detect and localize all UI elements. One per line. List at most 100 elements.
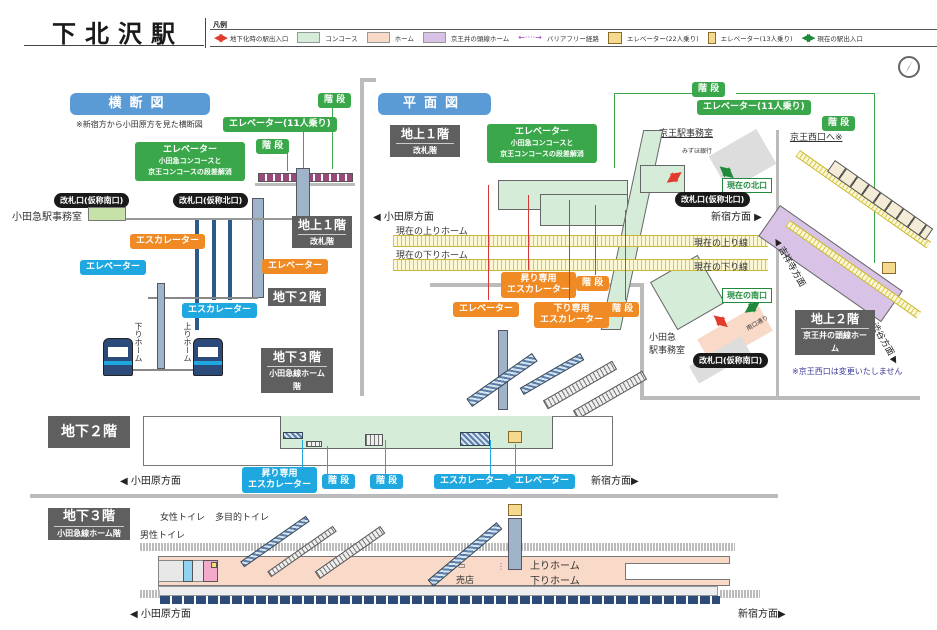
shinjuku-direction: 新宿方面 ▶ [711,212,762,223]
escalator-label: エスカレーター [130,234,206,249]
stairs-label: 階 段 [606,302,640,317]
odakyu-office-label: 小田急 駅事務室 [649,330,685,356]
plan-floor-2f: 地上２階 京王井の頭線ホーム [795,310,875,355]
leader-line [303,129,304,169]
floor-main: 地下３階 [272,350,321,364]
multi-toilet [211,562,217,568]
b2-floor-line [148,297,258,299]
train-strip [160,596,720,604]
concourse-area [640,165,685,193]
plan-floor-1f: 地上１階 改札階 [390,125,460,157]
floor-sub: 改札階 [298,234,346,248]
label-line: 下り専用 [553,304,590,314]
title-underline [24,45,204,46]
green-double-arrow-icon: ◀▶ [801,31,816,44]
keio-west-exit-label: 京王西口へ※ [790,133,843,143]
elevator-shaft [252,198,264,298]
elevator-label: エレベーター [262,259,329,274]
current-north-exit-label: 現在の北口 [722,178,772,193]
legend-item: ◀▶地下化時の駅出入口 [214,31,288,44]
womens-toilet-label: 女性トイレ [160,513,206,523]
label-line: エスカレーター [540,315,604,325]
legend: ◀▶地下化時の駅出入口 コンコース ホーム 京王井の頭線ホーム ←····→バリ… [214,31,863,44]
label-sub: 京王コンコースの段差解消 [500,150,584,158]
legend-item: ホーム [366,32,414,43]
rail-upper [140,543,735,551]
legend-label: エレベーター(22人乗り) [626,34,699,43]
current-south-exit-label: 現在の南口 [722,288,772,303]
gate-south-label: 改札口(仮称南口) [693,353,769,368]
legend-divider [210,29,937,30]
stairs-label: 階 段 [692,82,726,97]
floor-main: 地下３階 [62,509,115,524]
legend-item: エレベーター(13人乗り) [707,31,793,44]
leader-line [332,104,333,169]
b3-floor-line [133,369,193,371]
stairs-label: 階 段 [256,139,290,154]
label-line: 昇り専用 [261,469,298,479]
leader-line [625,210,626,300]
label-line: 昇り専用 [520,274,557,284]
label-line: エスカレーター [507,285,571,295]
leader-line [302,440,303,468]
up-platform-label: 上りホーム [183,322,192,362]
floor-sub: 改札階 [396,143,454,157]
current-down-track [393,259,768,271]
purple-dotted-arrow-icon: ←····→ [518,33,542,42]
floor-main: 地上１階 [297,218,346,232]
panel-divider [30,494,778,498]
odakyu-office-label: 小田急駅事務室 [12,212,82,223]
legend-label: バリアフリー経路 [546,34,599,43]
red-double-arrow-icon: ◀▶ [214,31,228,44]
leader-line [614,93,692,94]
leader-line [287,151,288,171]
kiosk-label: 売店 [456,576,475,586]
plan-header: 平面図 [378,93,491,115]
barrier-free-route-icon: ⋮ [497,562,505,571]
cross-section-note: ※新宿方から小田原方を見た横断図 [76,120,203,129]
legend-item: コンコース [297,32,358,43]
cross-section-header: 横断図 [70,93,210,115]
floor-sub: 小田急線ホーム階 [267,366,327,393]
floor-label-b2: 地下２階 [268,288,326,306]
legend-frame [205,18,937,48]
label-line: 小田急 [649,333,677,343]
elevator-barrier-label: エレベーター 小田急コンコースと 京王コンコースの段差解消 [487,124,597,163]
up-only-escalator-label: 昇り専用 エスカレーター [242,467,318,493]
train-icon [103,338,133,376]
train-icon [193,338,223,376]
current-up-track [393,235,768,247]
kiosk-icon: ▭ [458,561,466,570]
shinjuku-direction: 新宿方面▶ [738,609,786,620]
train-cars [158,586,718,596]
up-only-escalator-label: 昇り専用 エスカレーター [501,272,577,298]
floor-sub: 京王井の頭線ホーム [801,328,869,355]
leader-line [488,185,489,300]
leader-line [614,93,615,168]
concourse-area [600,130,664,330]
elevator-shaft [508,518,522,570]
current-down-platform-label: 現在の下りホーム [396,251,468,261]
odawara-direction: ◀ 小田原方面 [120,476,181,487]
multi-toilet-label: 多目的トイレ [215,513,270,523]
floor-main: 地上２階 [810,312,859,326]
elevator-shaft [157,283,165,369]
elevator-22-icon [508,431,522,443]
stairs-label: 階 段 [822,116,856,131]
escalator-label: エスカレーター [434,474,510,489]
rail-lower [140,590,160,598]
legend-label: コンコース [325,34,358,43]
escalator-shaft [212,220,216,300]
escalator [283,432,303,439]
keio-office-label: 京王駅事務室 [659,129,714,139]
up-platform-label: 上りホーム [530,561,580,572]
elevator-13-icon [707,31,716,44]
label-sub: 小田急コンコースと [158,157,222,165]
keio-west-exit-note: ※京王西口は変更いたしません [792,367,903,376]
keio-platform-swatch [422,32,446,43]
panel-divider [360,78,364,396]
concourse-area [540,194,628,226]
legend-item: エレベーター(22人乗り) [607,31,699,44]
mens-toilet-label: 男性トイレ [140,531,186,541]
platform-notch [625,563,730,580]
